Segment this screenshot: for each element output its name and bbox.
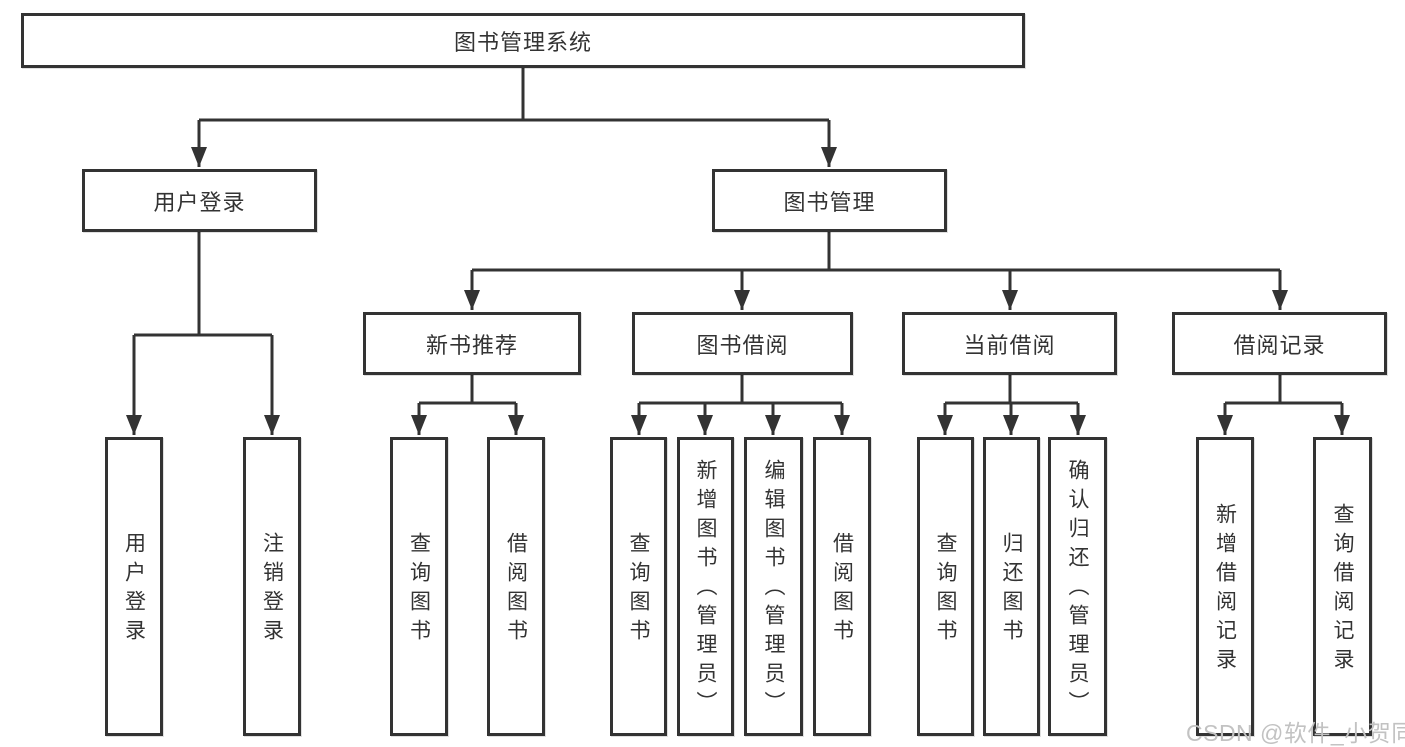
leaf-borrowing-borrow: 借阅图书 — [813, 437, 871, 736]
leaf-current-return: 归还图书 — [983, 437, 1040, 736]
leaf-logout: 注销登录 — [243, 437, 301, 736]
node-book-mgmt: 图书管理 — [712, 169, 947, 232]
leaf-borrowing-edit: 编辑图书（管理员） — [744, 437, 803, 736]
leaf-borrowing-query: 查询图书 — [610, 437, 667, 736]
node-new-books: 新书推荐 — [363, 312, 581, 375]
leaf-user-login: 用户登录 — [105, 437, 163, 736]
leaf-newbooks-query: 查询图书 — [390, 437, 448, 736]
watermark-text: CSDN @软件_小贺同学 — [1186, 720, 1405, 746]
leaf-newbooks-borrow: 借阅图书 — [487, 437, 545, 736]
leaf-records-add: 新增借阅记录 — [1196, 437, 1254, 736]
node-user-login: 用户登录 — [82, 169, 317, 232]
leaf-current-confirm: 确认归还（管理员） — [1048, 437, 1107, 736]
node-current-borrow: 当前借阅 — [902, 312, 1117, 375]
node-root: 图书管理系统 — [21, 13, 1025, 68]
node-borrowing: 图书借阅 — [632, 312, 853, 375]
leaf-borrowing-add: 新增图书（管理员） — [677, 437, 734, 736]
leaf-current-query: 查询图书 — [917, 437, 974, 736]
node-borrow-records: 借阅记录 — [1172, 312, 1387, 375]
leaf-records-query: 查询借阅记录 — [1313, 437, 1372, 736]
